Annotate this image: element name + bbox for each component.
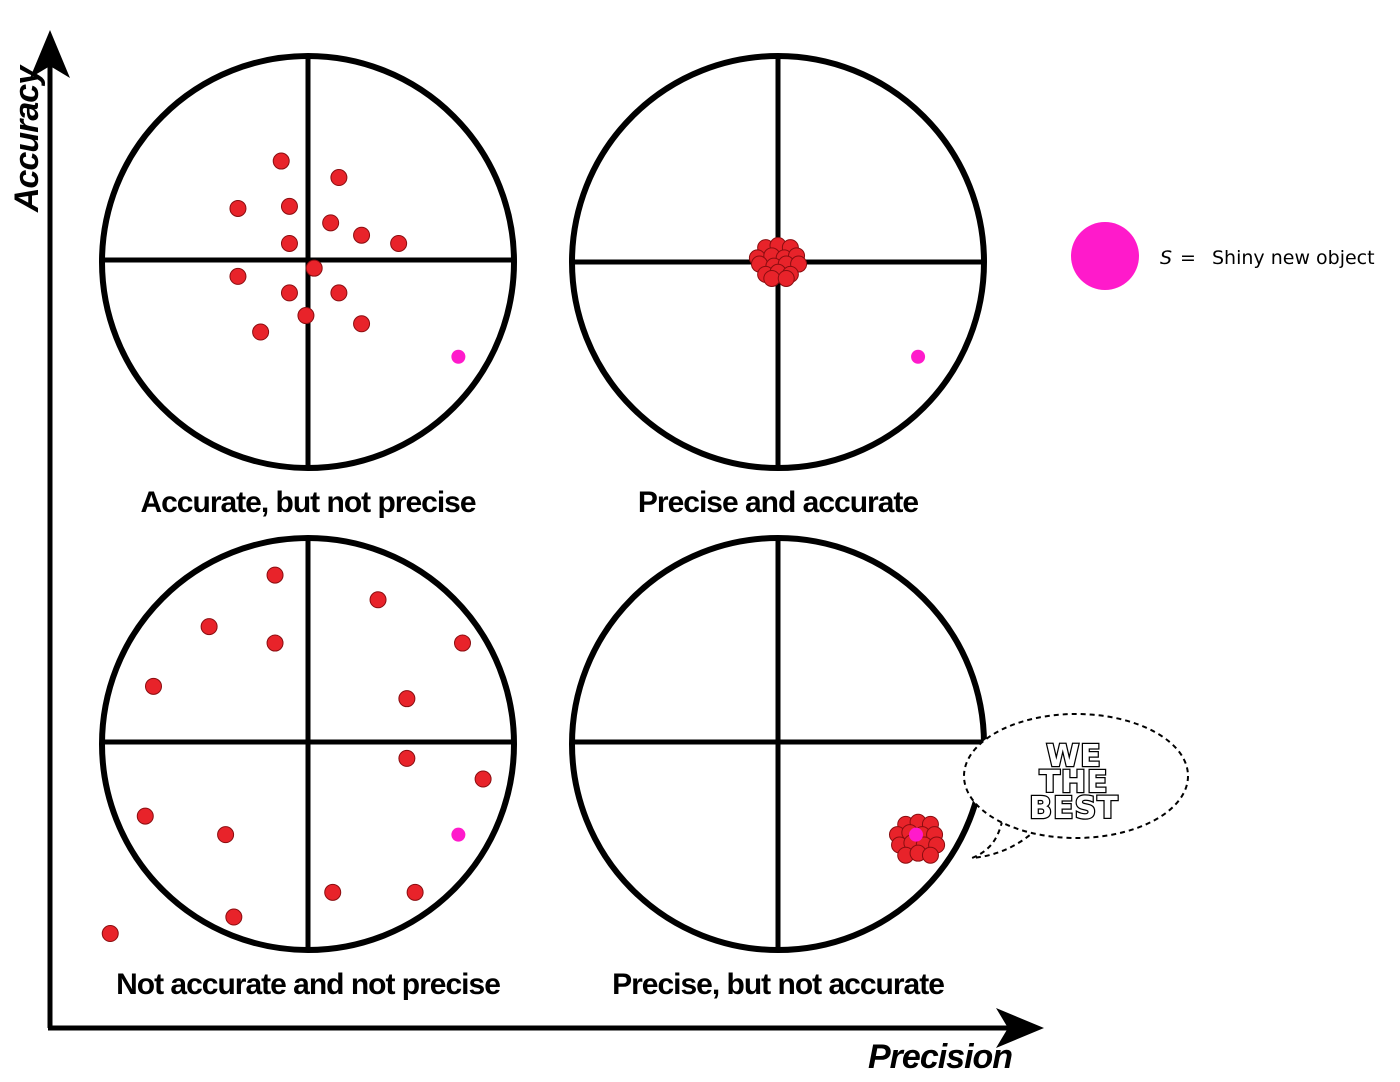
legend-label: Shiny new object: [1212, 247, 1375, 269]
bubble-line-we: WE: [1046, 739, 1102, 774]
shot-dot: [217, 826, 235, 844]
target-caption: Not accurate and not precise: [116, 968, 500, 1001]
shot-dot: [353, 226, 371, 244]
legend-shiny-swatch: [1071, 222, 1139, 290]
shot-dot: [252, 323, 270, 341]
shot-dot: [398, 749, 416, 767]
shot-dot: [763, 269, 781, 287]
shot-dot: [390, 234, 408, 252]
shot-dot: [280, 284, 298, 302]
shiny-object-dot: [909, 827, 924, 842]
shot-dot: [136, 807, 154, 825]
target-accurate-not-precise: Accurate, but not precise: [99, 53, 517, 519]
shot-dot: [229, 267, 247, 285]
speech-bubble: WE THE BEST: [963, 713, 1189, 859]
shot-dot: [200, 618, 218, 636]
target-precise-not-accurate: Precise, but not accurate: [569, 535, 987, 1001]
bubble-line-best: BEST: [1029, 791, 1118, 826]
shot-dot: [324, 883, 342, 901]
shot-dot: [454, 634, 471, 652]
shiny-object-dot: [911, 349, 926, 364]
shot-dot: [322, 214, 340, 232]
shot-dot: [229, 199, 247, 217]
shiny-object-dot: [451, 349, 466, 364]
shot-dot: [353, 315, 371, 333]
shot-dot: [280, 197, 298, 215]
legend-symbol: S: [1160, 247, 1172, 269]
x-axis-arrowhead: [996, 1008, 1044, 1048]
bubble-line-the: THE: [1039, 765, 1108, 800]
shot-dot: [145, 677, 162, 695]
shot-dot: [777, 269, 795, 287]
target-not-accurate-not-precise: Not accurate and not precise: [99, 535, 517, 1001]
shot-group: [101, 566, 492, 943]
target-precise-and-accurate: Precise and accurate: [569, 53, 987, 519]
shot-dot: [297, 307, 315, 325]
legend: S = Shiny new object: [1071, 222, 1375, 290]
shiny-object-dot: [451, 827, 466, 842]
shot-dot: [398, 690, 416, 708]
target-caption: Precise, but not accurate: [612, 968, 944, 1001]
shot-dot: [305, 259, 323, 277]
shot-group: [748, 237, 808, 287]
axes: Accuracy Precision: [8, 30, 1044, 1076]
shot-dot: [330, 169, 348, 187]
shot-dot: [272, 152, 290, 170]
shot-dot: [266, 634, 284, 652]
speech-bubble-body: [963, 713, 1189, 839]
legend-equals: =: [1180, 247, 1196, 269]
shot-dot: [369, 591, 387, 609]
y-axis-arrowhead: [30, 30, 70, 78]
shot-dot: [330, 284, 348, 302]
shot-group: [229, 152, 408, 341]
target-caption: Accurate, but not precise: [140, 486, 475, 519]
shot-dot: [921, 846, 939, 864]
shot-dot: [280, 234, 298, 252]
shot-dot: [101, 925, 119, 943]
shot-dot: [266, 566, 284, 584]
y-axis-label: Accuracy: [8, 64, 46, 213]
shot-dot: [474, 770, 492, 788]
shot-dot: [225, 908, 243, 926]
target-caption: Precise and accurate: [638, 486, 918, 519]
shot-dot: [406, 883, 424, 901]
x-axis-label: Precision: [868, 1038, 1012, 1076]
